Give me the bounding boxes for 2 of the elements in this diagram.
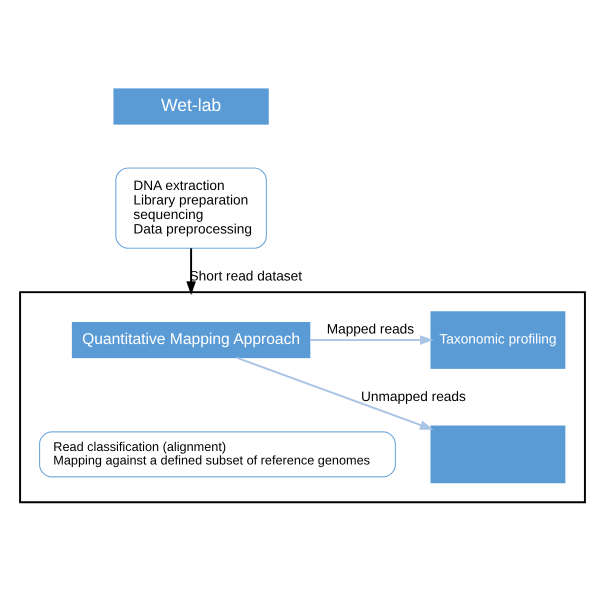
edge-label: Unmapped reads: [360, 388, 466, 404]
edge-label: Mapped reads: [326, 321, 414, 336]
